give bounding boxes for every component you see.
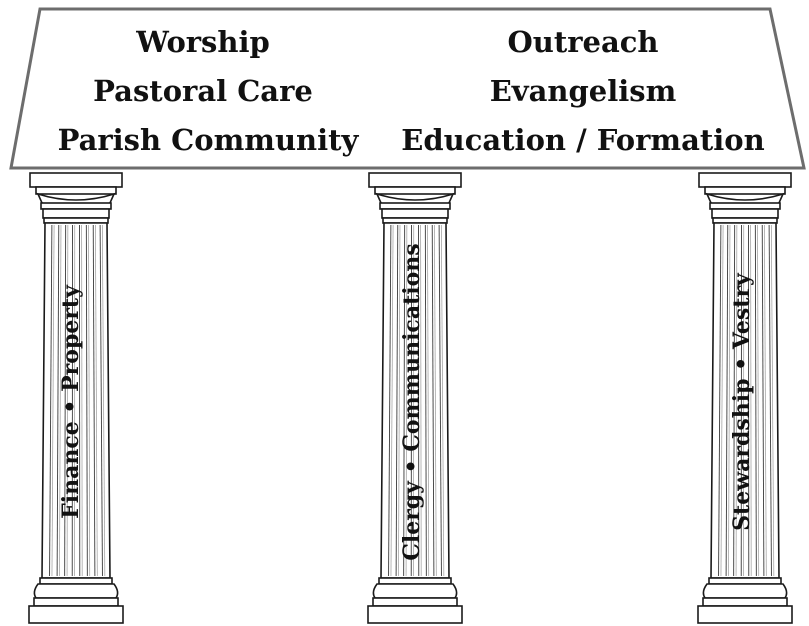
base-torus	[702, 583, 788, 599]
capital-abacus	[368, 172, 462, 188]
pillar-label-clergy-communications: Clergy • Communications	[399, 243, 425, 560]
pillar-label-stewardship-vestry: Stewardship • Vestry	[729, 272, 755, 531]
capital-necking	[42, 208, 110, 219]
roof-item-pastoral-care: Pastoral Care	[93, 74, 313, 108]
pillar-finance-property	[28, 172, 124, 624]
roof-shape	[9, 7, 806, 170]
capital-band-1	[374, 186, 456, 195]
base-fillet	[39, 577, 113, 585]
roof-item-education-formation: Education / Formation	[401, 123, 764, 157]
pillar-stewardship-vestry	[697, 172, 793, 624]
capital-necking	[381, 208, 449, 219]
base-plinth	[367, 605, 463, 624]
roof-item-outreach: Outreach	[507, 25, 658, 59]
base-torus	[33, 583, 119, 599]
capital-necking	[711, 208, 779, 219]
roof-item-worship: Worship	[135, 25, 270, 59]
base-plinth	[28, 605, 124, 624]
roof-item-parish-community: Parish Community	[58, 123, 360, 157]
capital-band-1	[704, 186, 786, 195]
roof: Worship Pastoral Care Parish Community O…	[9, 7, 806, 170]
base-fillet	[708, 577, 782, 585]
capital-band-2	[379, 202, 451, 210]
base-scotia	[372, 597, 458, 607]
base-scotia	[33, 597, 119, 607]
capital-band-2	[40, 202, 112, 210]
capital-band-2	[709, 202, 781, 210]
roof-item-evangelism: Evangelism	[490, 74, 677, 108]
base-torus	[372, 583, 458, 599]
pillar-clergy-communications	[367, 172, 463, 624]
capital-abacus	[698, 172, 792, 188]
base-fillet	[378, 577, 452, 585]
base-plinth	[697, 605, 793, 624]
pillar-label-finance-property: Finance • Property	[58, 284, 84, 519]
base-scotia	[702, 597, 788, 607]
capital-band-1	[35, 186, 117, 195]
capital-abacus	[29, 172, 123, 188]
